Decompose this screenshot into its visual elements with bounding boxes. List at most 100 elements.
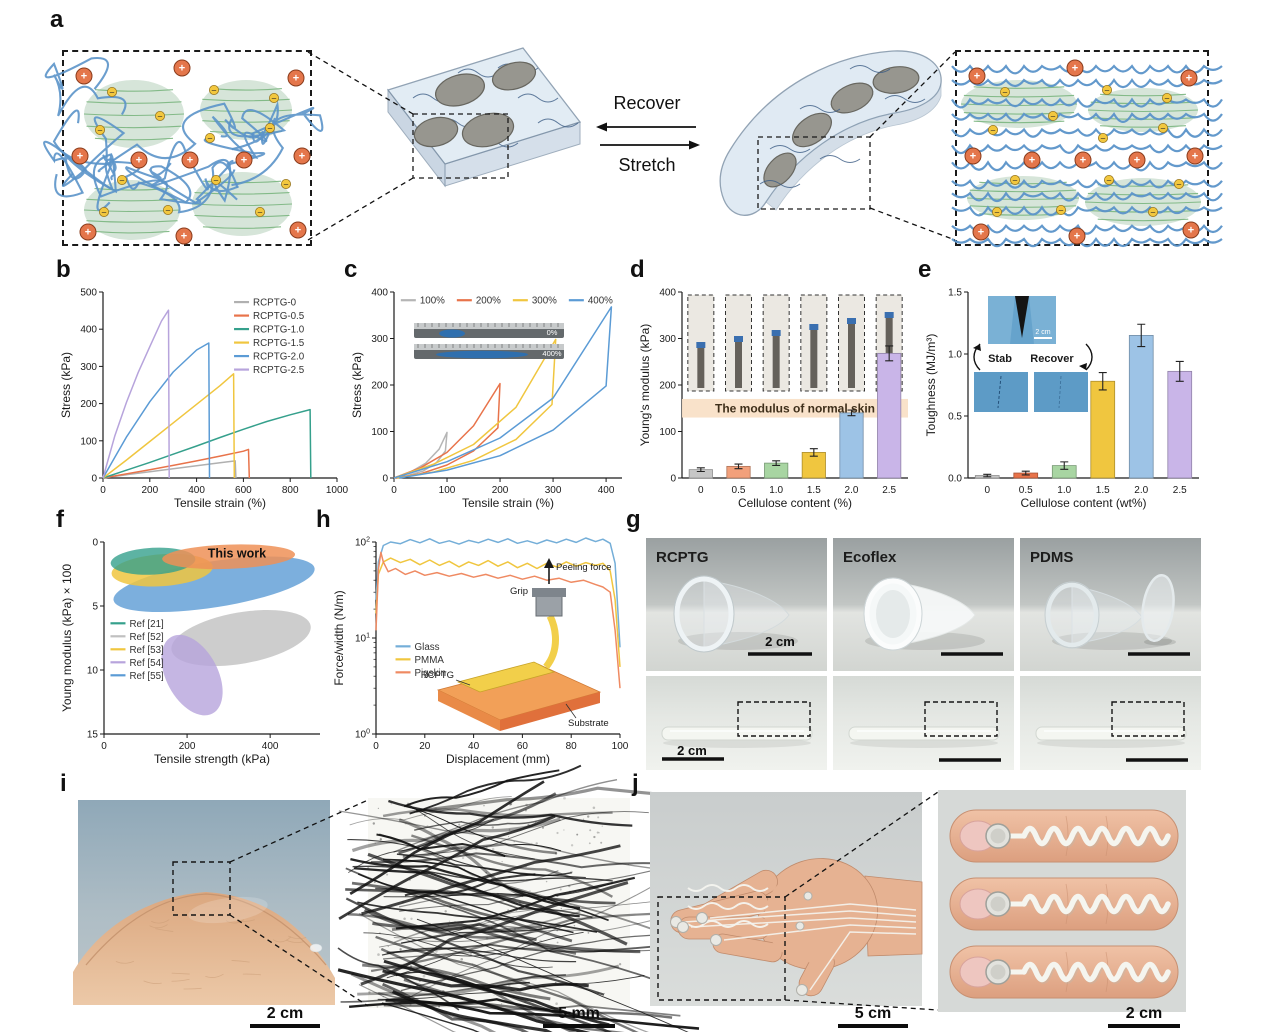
svg-text:Pigskin: Pigskin bbox=[415, 668, 447, 679]
photo-fiber-network-zoom bbox=[337, 764, 700, 1032]
svg-text:+: + bbox=[978, 226, 984, 238]
svg-text:Peeling force: Peeling force bbox=[556, 562, 611, 573]
svg-text:400: 400 bbox=[80, 325, 97, 336]
svg-text:5: 5 bbox=[92, 602, 98, 613]
svg-text:400%: 400% bbox=[542, 349, 562, 358]
panel-label-i: i bbox=[60, 770, 67, 797]
svg-text:200: 200 bbox=[371, 381, 388, 392]
svg-text:100: 100 bbox=[371, 427, 388, 438]
svg-text:–: – bbox=[120, 176, 125, 185]
svg-text:Stress (kPa): Stress (kPa) bbox=[350, 352, 364, 418]
photo-label-rcptg: RCPTG bbox=[656, 549, 709, 566]
svg-text:0: 0 bbox=[698, 485, 704, 496]
svg-text:Ref [21]: Ref [21] bbox=[129, 619, 164, 630]
photo-pdms-cone: PDMS bbox=[1020, 538, 1201, 671]
gel-slab-relaxed bbox=[386, 47, 582, 188]
svg-text:300: 300 bbox=[80, 362, 97, 373]
svg-text:+: + bbox=[77, 150, 83, 162]
svg-text:Ref [55]: Ref [55] bbox=[129, 671, 164, 682]
svg-text:300%: 300% bbox=[532, 296, 557, 307]
svg-text:Substrate: Substrate bbox=[568, 718, 609, 729]
svg-text:1.5: 1.5 bbox=[807, 485, 821, 496]
network-inset-stretched: +++++++++++––––––––––––– bbox=[951, 50, 1223, 248]
photo-pdms-film bbox=[1020, 676, 1201, 770]
svg-text:RCPTG-0: RCPTG-0 bbox=[253, 298, 297, 309]
svg-text:+: + bbox=[293, 72, 299, 84]
photo-ecoflex-cone: Ecoflex bbox=[833, 538, 1014, 671]
svg-text:Glass: Glass bbox=[415, 642, 440, 653]
svg-text:1.0: 1.0 bbox=[769, 485, 783, 496]
svg-text:200: 200 bbox=[179, 741, 196, 752]
svg-text:100: 100 bbox=[80, 436, 97, 447]
photo-ecoflex-film bbox=[833, 676, 1014, 770]
svg-text:Ref [52]: Ref [52] bbox=[129, 632, 164, 643]
svg-text:20: 20 bbox=[419, 741, 431, 752]
svg-text:+: + bbox=[1074, 230, 1080, 242]
photo-rcptg-cone: RCPTG 2 cm bbox=[646, 538, 827, 671]
svg-text:–: – bbox=[1013, 176, 1018, 185]
svg-text:+: + bbox=[299, 150, 305, 162]
svg-text:2.0: 2.0 bbox=[845, 485, 859, 496]
svg-text:Tensile strain (%): Tensile strain (%) bbox=[462, 496, 554, 510]
svg-text:–: – bbox=[1165, 94, 1170, 103]
svg-text:–: – bbox=[1059, 206, 1064, 215]
svg-text:Young modulus (kPa) × 100: Young modulus (kPa) × 100 bbox=[60, 564, 74, 712]
svg-text:–: – bbox=[991, 126, 996, 135]
svg-text:300: 300 bbox=[371, 334, 388, 345]
svg-text:0: 0 bbox=[670, 474, 676, 485]
svg-text:+: + bbox=[1072, 62, 1078, 74]
svg-text:+: + bbox=[179, 62, 185, 74]
svg-text:–: – bbox=[110, 88, 115, 97]
svg-text:+: + bbox=[1029, 154, 1035, 166]
svg-text:0.5: 0.5 bbox=[948, 412, 962, 423]
svg-text:200%: 200% bbox=[476, 296, 501, 307]
svg-text:400: 400 bbox=[371, 288, 388, 299]
photo-knuckle-skin bbox=[73, 800, 335, 1005]
svg-text:Force/width (N/m): Force/width (N/m) bbox=[332, 590, 346, 685]
panel-label-c: c bbox=[344, 256, 358, 283]
svg-text:1.5: 1.5 bbox=[948, 288, 962, 299]
svg-text:0: 0 bbox=[373, 741, 379, 752]
svg-text:RCPTG-0.5: RCPTG-0.5 bbox=[253, 311, 305, 322]
svg-text:0: 0 bbox=[91, 474, 97, 485]
photo-scale-rcptg-top: 2 cm bbox=[765, 634, 795, 649]
svg-text:0: 0 bbox=[382, 474, 388, 485]
svg-text:–: – bbox=[98, 126, 103, 135]
svg-text:0.5: 0.5 bbox=[732, 485, 746, 496]
svg-text:60: 60 bbox=[517, 741, 529, 752]
svg-text:Tensile strain (%): Tensile strain (%) bbox=[174, 496, 266, 510]
svg-text:500: 500 bbox=[80, 288, 97, 299]
svg-text:1.5: 1.5 bbox=[1096, 485, 1110, 496]
svg-text:1.0: 1.0 bbox=[948, 350, 962, 361]
svg-text:400: 400 bbox=[188, 485, 205, 496]
svg-text:Cellulose content (wt%): Cellulose content (wt%) bbox=[1020, 496, 1146, 510]
svg-text:–: – bbox=[158, 112, 163, 121]
svg-text:+: + bbox=[187, 154, 193, 166]
svg-text:10: 10 bbox=[87, 666, 99, 677]
svg-text:15: 15 bbox=[87, 730, 99, 741]
svg-text:+: + bbox=[81, 70, 87, 82]
photo-finger-electrodes-zoom bbox=[938, 790, 1186, 1012]
svg-text:400%: 400% bbox=[588, 296, 613, 307]
svg-text:200: 200 bbox=[80, 399, 97, 410]
svg-text:Stress (kPa): Stress (kPa) bbox=[59, 352, 73, 418]
svg-text:PMMA: PMMA bbox=[415, 655, 445, 666]
photo-label-pdms: PDMS bbox=[1030, 549, 1073, 566]
svg-text:102: 102 bbox=[355, 537, 370, 549]
svg-text:0%: 0% bbox=[547, 328, 558, 337]
recover-label: Recover bbox=[613, 93, 681, 113]
scale-j-zoom: 2 cm bbox=[1108, 1005, 1180, 1028]
svg-text:100: 100 bbox=[612, 741, 629, 752]
svg-text:100: 100 bbox=[659, 427, 676, 438]
svg-text:–: – bbox=[214, 176, 219, 185]
svg-text:+: + bbox=[1186, 72, 1192, 84]
svg-text:+: + bbox=[1192, 150, 1198, 162]
svg-text:This work: This work bbox=[208, 547, 266, 561]
svg-text:0: 0 bbox=[984, 485, 990, 496]
svg-text:400: 400 bbox=[659, 288, 676, 299]
svg-text:100: 100 bbox=[355, 729, 370, 741]
svg-text:+: + bbox=[136, 154, 142, 166]
svg-text:–: – bbox=[1161, 124, 1166, 133]
